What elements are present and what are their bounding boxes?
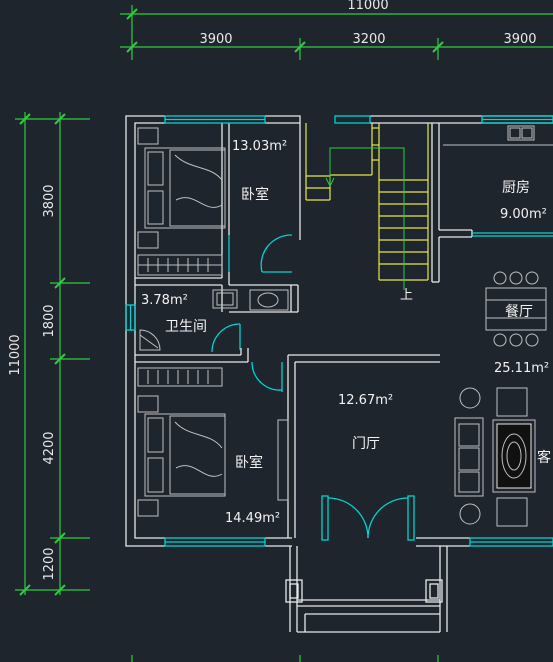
left-dimension-1: 3800 [42, 184, 57, 217]
walls [125, 115, 553, 633]
hall-area: 12.67m² [338, 393, 393, 408]
top-dimension-1: 3900 [199, 32, 232, 47]
bed-bottom [137, 367, 289, 517]
bedroom-bottom-area: 14.49m² [225, 511, 280, 526]
bathroom-name: 卫生间 [165, 319, 207, 335]
living-sofa-set [454, 387, 536, 527]
bathroom-area: 3.78m² [141, 293, 188, 308]
bedroom-top-area: 13.03m² [232, 139, 287, 154]
top-total-dimension: 11000 [347, 0, 388, 13]
windows [125, 115, 553, 547]
stair-arrow [325, 147, 405, 290]
living-name: 客 [537, 449, 551, 466]
left-dimension-chain [15, 112, 90, 596]
hall-name: 门厅 [352, 436, 380, 452]
bathroom-fixtures [139, 289, 289, 351]
kitchen-counter [443, 125, 553, 146]
dining-table [485, 271, 547, 347]
left-dimension-3: 4200 [42, 431, 57, 464]
top-dimension-chain [120, 5, 553, 60]
left-total-dimension: 11000 [8, 334, 23, 375]
kitchen-name: 厨房 [502, 180, 530, 196]
bedroom-bottom-name: 卧室 [235, 454, 263, 471]
stair-up-label: 上 [400, 288, 413, 303]
left-dimension-2: 1800 [42, 304, 57, 337]
bottom-dimension-stubs [131, 655, 439, 662]
dining-name: 餐厅 [505, 304, 533, 320]
doors [211, 234, 415, 541]
wardrobe-top [137, 254, 223, 276]
kitchen-area: 9.00m² [500, 207, 547, 222]
top-dimension-2: 3200 [352, 32, 385, 47]
top-dimension-3: 3900 [503, 32, 536, 47]
left-dimension-4: 1200 [42, 547, 57, 580]
bedroom-top-name: 卧室 [241, 186, 269, 203]
bed-top [137, 127, 226, 249]
dining-area: 25.11m² [494, 361, 549, 376]
stairs [305, 123, 429, 281]
